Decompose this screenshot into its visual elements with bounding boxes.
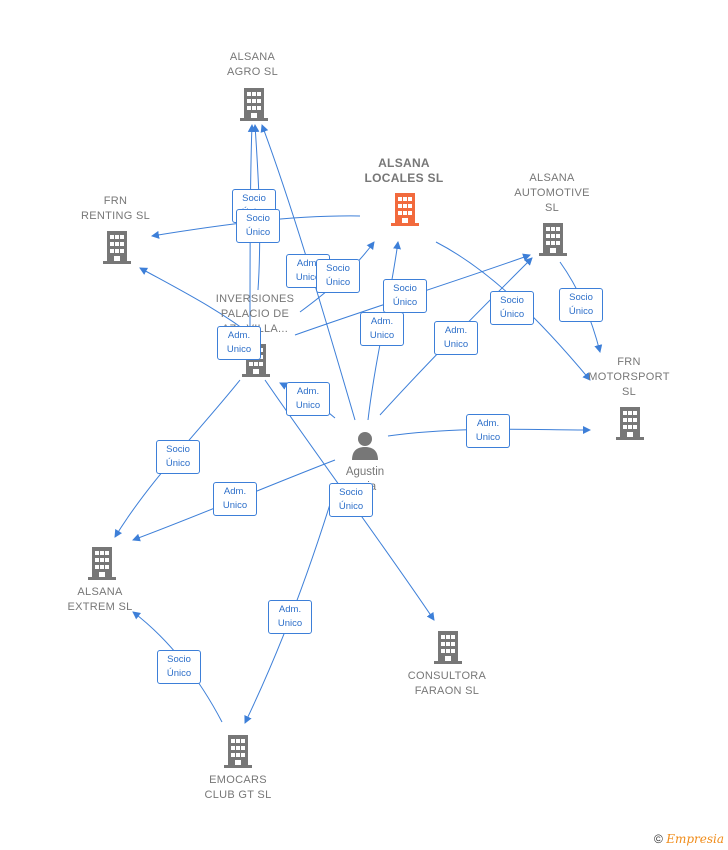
emocars-label[interactable]: EMOCARS CLUB GT SL	[204, 774, 272, 801]
edge-label: Adm. Unico	[217, 326, 261, 360]
footer-brand[interactable]: © Empresia	[654, 832, 724, 846]
alsana-agro-building-icon	[240, 88, 268, 121]
frn-renting-building-icon	[103, 231, 131, 264]
edge-label: Adm. Unico	[286, 382, 330, 416]
alsana-automotive-label[interactable]: ALSANA AUTOMOTIVE SL	[514, 172, 590, 214]
edge-label: Socio Único	[490, 291, 534, 325]
alsana-locales-building-icon	[391, 193, 419, 226]
edge-label: Socio Único	[157, 650, 201, 684]
edge-label: Socio Único	[316, 259, 360, 293]
edge-label: Adm. Unico	[360, 312, 404, 346]
edge-label: Adm. Unico	[466, 414, 510, 448]
edge-label: Adm. Unico	[268, 600, 312, 634]
consultora-faraon-label[interactable]: CONSULTORA FARAON SL	[407, 670, 487, 697]
alsana-extrem-label[interactable]: ALSANA EXTREM SL	[67, 586, 133, 613]
edge-label: Adm. Unico	[213, 482, 257, 516]
frn-renting-label[interactable]: FRN RENTING SL	[80, 195, 150, 222]
person-icon	[352, 432, 378, 460]
edge-label: Socio Único	[156, 440, 200, 474]
frn-motorsport-building-icon	[616, 407, 644, 440]
alsana-automotive-building-icon	[539, 223, 567, 256]
edge-label: Adm. Unico	[434, 321, 478, 355]
alsana-agro-label[interactable]: ALSANA AGRO SL	[226, 51, 278, 78]
brand-logo: Empresia	[666, 832, 724, 846]
emocars-building-icon	[224, 735, 252, 768]
edge-label: Socio Único	[236, 209, 280, 243]
alsana-extrem-building-icon	[88, 547, 116, 580]
copyright-icon: ©	[654, 832, 663, 846]
edge-label: Socio Único	[329, 483, 373, 517]
edge-label: Socio Único	[383, 279, 427, 313]
consultora-faraon-building-icon	[434, 631, 462, 664]
frn-motorsport-label[interactable]: FRN MOTORSPORT SL	[588, 356, 670, 398]
edge-label: Socio Único	[559, 288, 603, 322]
alsana-locales-label[interactable]: ALSANA LOCALES SL	[364, 156, 444, 185]
